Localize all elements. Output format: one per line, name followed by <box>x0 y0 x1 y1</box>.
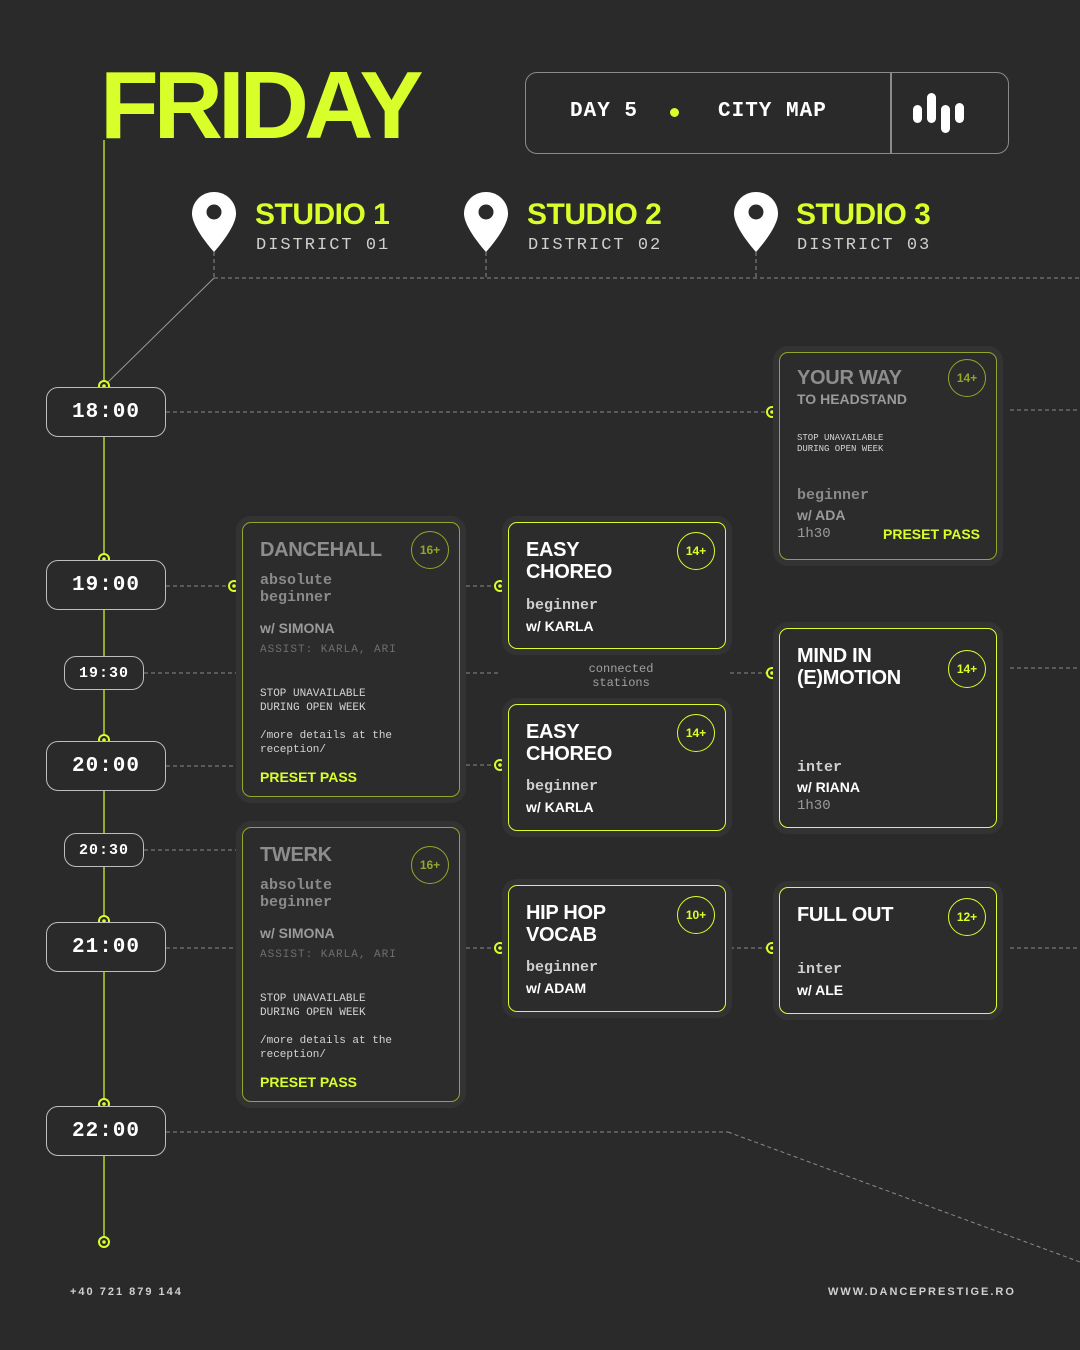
class-level: beginner <box>526 597 599 614</box>
class-card-dancehall[interactable]: DANCEHALL 16+ absolute beginner w/ SIMON… <box>242 522 460 797</box>
map-pin-icon <box>734 192 778 252</box>
class-duration: 1h30 <box>797 526 831 542</box>
footer-website[interactable]: WWW.DANCEPRESTIGE.RO <box>828 1286 1016 1298</box>
city-map-label[interactable]: CITY MAP <box>718 100 827 123</box>
age-badge: 14+ <box>948 650 986 688</box>
page-title: FRIDAY <box>100 52 424 159</box>
class-card-easy-choreo[interactable]: EASY CHOREO 14+ beginner w/ KARLA <box>508 522 726 649</box>
time-slot: 20:30 <box>64 833 144 867</box>
preset-pass-label: PRESET PASS <box>260 1074 357 1090</box>
class-title: YOUR WAY <box>797 367 902 389</box>
age-badge: 14+ <box>677 532 715 570</box>
time-slot: 18:00 <box>46 387 166 437</box>
class-teacher: w/ ADAM <box>526 980 587 996</box>
age-badge: 10+ <box>677 896 715 934</box>
class-subtitle: TO HEADSTAND <box>797 391 907 407</box>
class-level: beginner <box>526 778 599 795</box>
class-level: absolute beginner <box>260 877 333 911</box>
class-level: beginner <box>797 487 870 504</box>
class-card-twerk[interactable]: TWERK 16+ absolute beginner w/ SIMONA AS… <box>242 827 460 1102</box>
class-title: EASY CHOREO <box>526 539 612 583</box>
class-assist: ASSIST: KARLA, ARI <box>260 644 397 656</box>
age-badge: 12+ <box>948 898 986 936</box>
notice-text: STOP UNAVAILABLE DURING OPEN WEEK <box>260 688 366 714</box>
class-title: MIND IN (E)MOTION <box>797 645 901 689</box>
time-slot: 19:30 <box>64 656 144 690</box>
class-card-hip-hop-vocab[interactable]: HIP HOP VOCAB 10+ beginner w/ ADAM <box>508 885 726 1012</box>
class-level: inter <box>797 759 843 776</box>
class-teacher: w/ ALE <box>797 982 844 998</box>
time-slot: 20:00 <box>46 741 166 791</box>
details-text: /more details at the reception/ <box>260 730 393 756</box>
notice-text: STOP UNAVAILABLE DURING OPEN WEEK <box>797 433 884 454</box>
class-card-full-out[interactable]: FULL OUT 12+ inter w/ ALE <box>779 887 997 1014</box>
class-teacher: w/ SIMONA <box>260 925 335 941</box>
day-label: DAY 5 <box>570 100 639 123</box>
preset-pass-label: PRESET PASS <box>260 769 357 785</box>
class-title: HIP HOP VOCAB <box>526 902 606 946</box>
class-card-easy-choreo[interactable]: EASY CHOREO 14+ beginner w/ KARLA <box>508 704 726 831</box>
time-slot: 22:00 <box>46 1106 166 1156</box>
time-slot: 19:00 <box>46 560 166 610</box>
class-teacher: w/ RIANA <box>797 779 860 795</box>
notice-text: STOP UNAVAILABLE DURING OPEN WEEK <box>260 993 366 1019</box>
preset-pass-label: PRESET PASS <box>883 526 980 542</box>
class-assist: ASSIST: KARLA, ARI <box>260 949 397 961</box>
age-badge: 14+ <box>677 714 715 752</box>
map-pin-icon <box>192 192 236 252</box>
class-card-your-way[interactable]: YOUR WAY TO HEADSTAND 14+ STOP UNAVAILAB… <box>779 352 997 560</box>
class-teacher: w/ ADA <box>797 507 846 523</box>
footer-phone[interactable]: +40 721 879 144 <box>70 1286 183 1298</box>
studio-name: STUDIO 2 <box>527 198 662 231</box>
class-level: absolute beginner <box>260 572 333 606</box>
connected-stations-label: connected stations <box>588 662 654 690</box>
class-teacher: w/ KARLA <box>526 618 594 634</box>
age-badge: 16+ <box>411 846 449 884</box>
studio-name: STUDIO 1 <box>255 198 390 231</box>
age-badge: 16+ <box>411 531 449 569</box>
class-card-mind-in-emotion[interactable]: MIND IN (E)MOTION 14+ inter w/ RIANA 1h3… <box>779 628 997 828</box>
divider <box>890 73 892 153</box>
class-title: TWERK <box>260 844 332 866</box>
separator-dot <box>670 108 679 117</box>
class-title: EASY CHOREO <box>526 721 612 765</box>
class-title: DANCEHALL <box>260 539 382 561</box>
dance-prestige-logo-icon <box>913 93 964 133</box>
studio-name: STUDIO 3 <box>796 198 931 231</box>
time-slot: 21:00 <box>46 922 166 972</box>
class-duration: 1h30 <box>797 798 831 814</box>
class-title: FULL OUT <box>797 904 894 926</box>
class-level: beginner <box>526 959 599 976</box>
class-teacher: w/ KARLA <box>526 799 594 815</box>
map-pin-icon <box>464 192 508 252</box>
age-badge: 14+ <box>948 359 986 397</box>
class-level: inter <box>797 961 843 978</box>
day-map-header: DAY 5 CITY MAP <box>525 72 1009 154</box>
class-teacher: w/ SIMONA <box>260 620 335 636</box>
studio-district: DISTRICT 02 <box>528 236 663 255</box>
studio-district: DISTRICT 03 <box>797 236 932 255</box>
details-text: /more details at the reception/ <box>260 1035 393 1061</box>
studio-district: DISTRICT 01 <box>256 236 391 255</box>
